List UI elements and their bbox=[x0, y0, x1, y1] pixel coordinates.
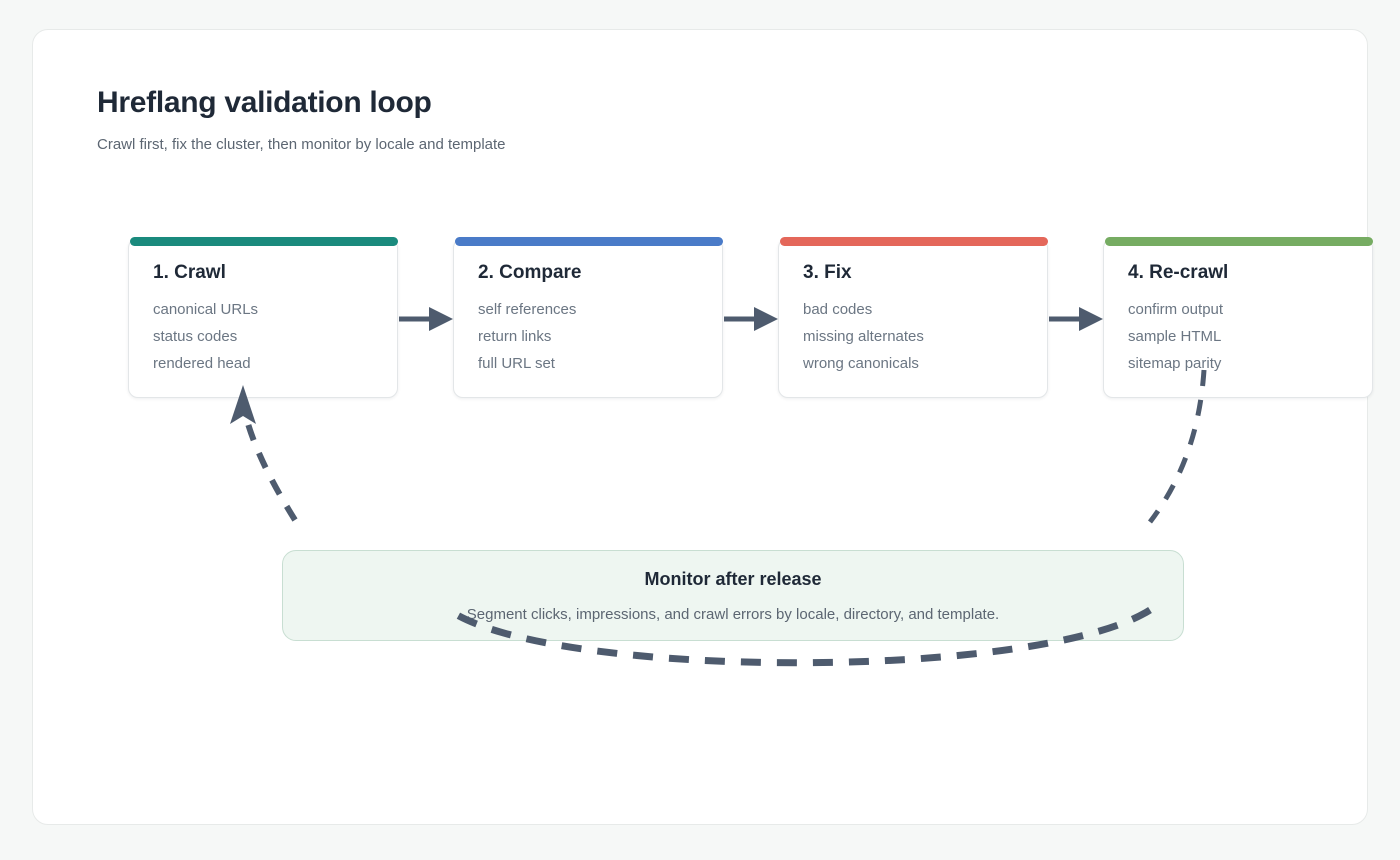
step-item-list: bad codes missing alternates wrong canon… bbox=[803, 296, 924, 377]
diagram-panel: Hreflang validation loop Crawl first, fi… bbox=[32, 29, 1373, 825]
arrow-right-icon bbox=[724, 307, 778, 331]
monitor-title: Monitor after release bbox=[644, 569, 822, 589]
step-title: 4. Re-crawl bbox=[1128, 262, 1229, 283]
step-item: status codes bbox=[153, 328, 238, 345]
step-accent-bar bbox=[130, 237, 398, 246]
step-item: self references bbox=[478, 301, 577, 318]
step-accent-bar bbox=[455, 237, 723, 246]
step-card-fix[interactable]: 3. Fix bad codes missing alternates wron… bbox=[778, 237, 1048, 398]
step-item: rendered head bbox=[153, 355, 251, 372]
step-item: canonical URLs bbox=[153, 301, 259, 318]
step-title: 2. Compare bbox=[478, 262, 582, 283]
step-item: bad codes bbox=[803, 301, 873, 318]
step-card-recrawl[interactable]: 4. Re-crawl confirm output sample HTML s… bbox=[1103, 237, 1373, 398]
monitor-banner[interactable]: Monitor after release Segment clicks, im… bbox=[282, 550, 1184, 641]
step-item: missing alternates bbox=[803, 328, 924, 345]
step-item: confirm output bbox=[1128, 301, 1224, 318]
step-card-compare[interactable]: 2. Compare self references return links … bbox=[453, 237, 723, 398]
step-title: 3. Fix bbox=[803, 262, 852, 283]
step-accent-bar bbox=[780, 237, 1048, 246]
arrow-right-icon bbox=[1049, 307, 1103, 331]
arrow-right-icon bbox=[399, 307, 453, 331]
step-item-list: canonical URLs status codes rendered hea… bbox=[153, 296, 258, 377]
step-item: return links bbox=[478, 328, 552, 345]
step-title: 1. Crawl bbox=[153, 262, 226, 283]
page-subtitle: Crawl first, fix the cluster, then monit… bbox=[97, 136, 506, 153]
step-item: sitemap parity bbox=[1128, 355, 1222, 372]
step-item: wrong canonicals bbox=[803, 355, 919, 372]
step-item-list: self references return links full URL se… bbox=[478, 296, 576, 377]
step-item: full URL set bbox=[478, 355, 555, 372]
step-item: sample HTML bbox=[1128, 328, 1222, 345]
step-accent-bar bbox=[1105, 237, 1373, 246]
step-item-list: confirm output sample HTML sitemap parit… bbox=[1128, 296, 1223, 377]
page-title: Hreflang validation loop bbox=[97, 86, 432, 119]
monitor-description: Segment clicks, impressions, and crawl e… bbox=[466, 606, 1000, 623]
step-card-crawl[interactable]: 1. Crawl canonical URLs status codes ren… bbox=[128, 237, 398, 398]
